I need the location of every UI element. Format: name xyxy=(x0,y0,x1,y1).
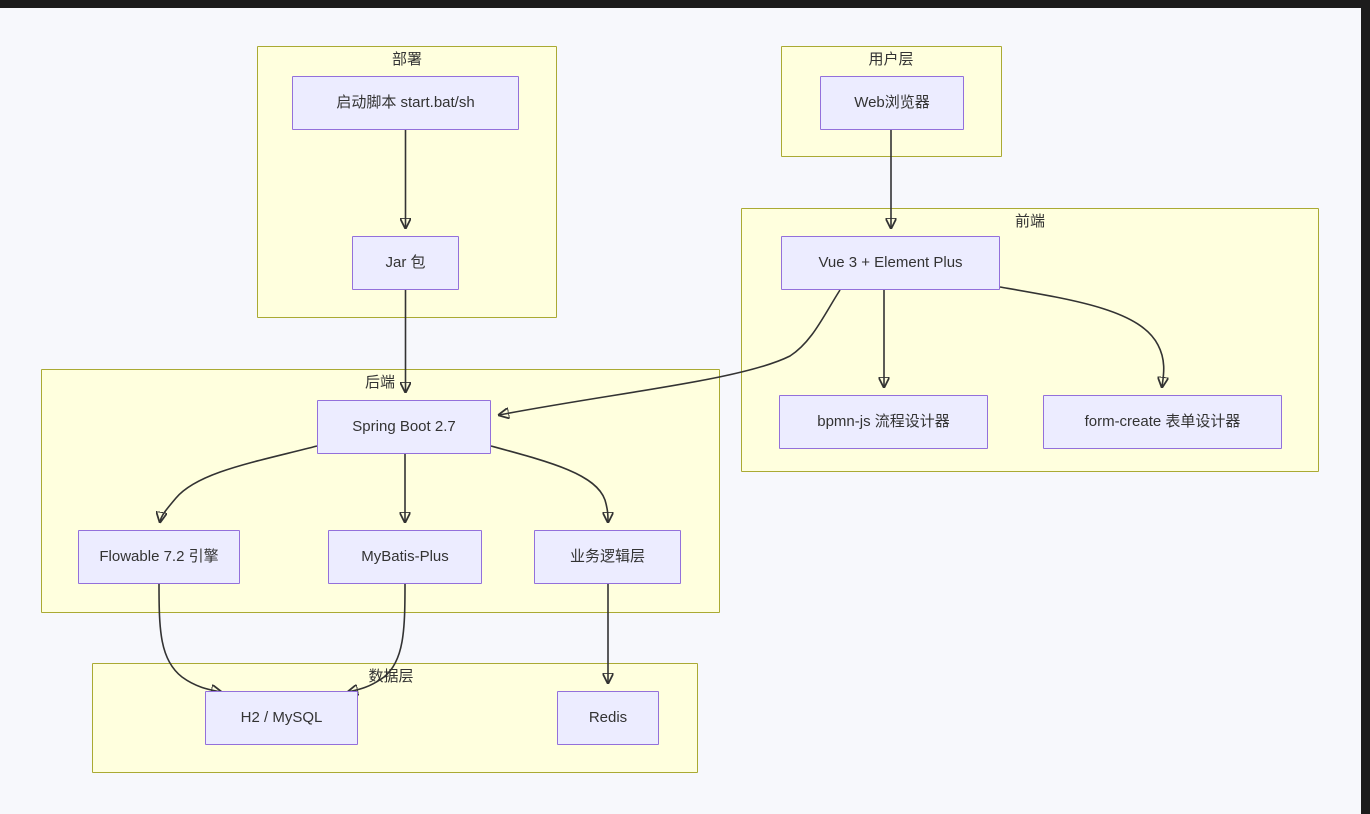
node-spring-boot[interactable]: Spring Boot 2.7 xyxy=(317,400,491,454)
node-web-browser[interactable]: Web浏览器 xyxy=(820,76,964,130)
cluster-label-backend: 后端 xyxy=(364,374,396,391)
node-flowable-engine[interactable]: Flowable 7.2 引擎 xyxy=(78,530,240,584)
node-redis[interactable]: Redis xyxy=(557,691,659,745)
node-jar-package[interactable]: Jar 包 xyxy=(352,236,459,290)
cluster-label-data-layer: 数据层 xyxy=(368,668,414,685)
node-database[interactable]: H2 / MySQL xyxy=(205,691,358,745)
node-business-logic-layer[interactable]: 业务逻辑层 xyxy=(534,530,681,584)
node-start-script[interactable]: 启动脚本 start.bat/sh xyxy=(292,76,519,130)
node-mybatis-plus[interactable]: MyBatis-Plus xyxy=(328,530,482,584)
cluster-label-deploy: 部署 xyxy=(391,51,423,68)
window-frame-right xyxy=(1361,0,1370,814)
cluster-label-frontend: 前端 xyxy=(1014,213,1046,230)
node-form-create-designer[interactable]: form-create 表单设计器 xyxy=(1043,395,1282,449)
node-bpmn-js-designer[interactable]: bpmn-js 流程设计器 xyxy=(779,395,988,449)
cluster-label-user-layer: 用户层 xyxy=(868,51,914,68)
window-frame-top xyxy=(0,0,1370,8)
node-vue-element-plus[interactable]: Vue 3 + Element Plus xyxy=(781,236,1000,290)
